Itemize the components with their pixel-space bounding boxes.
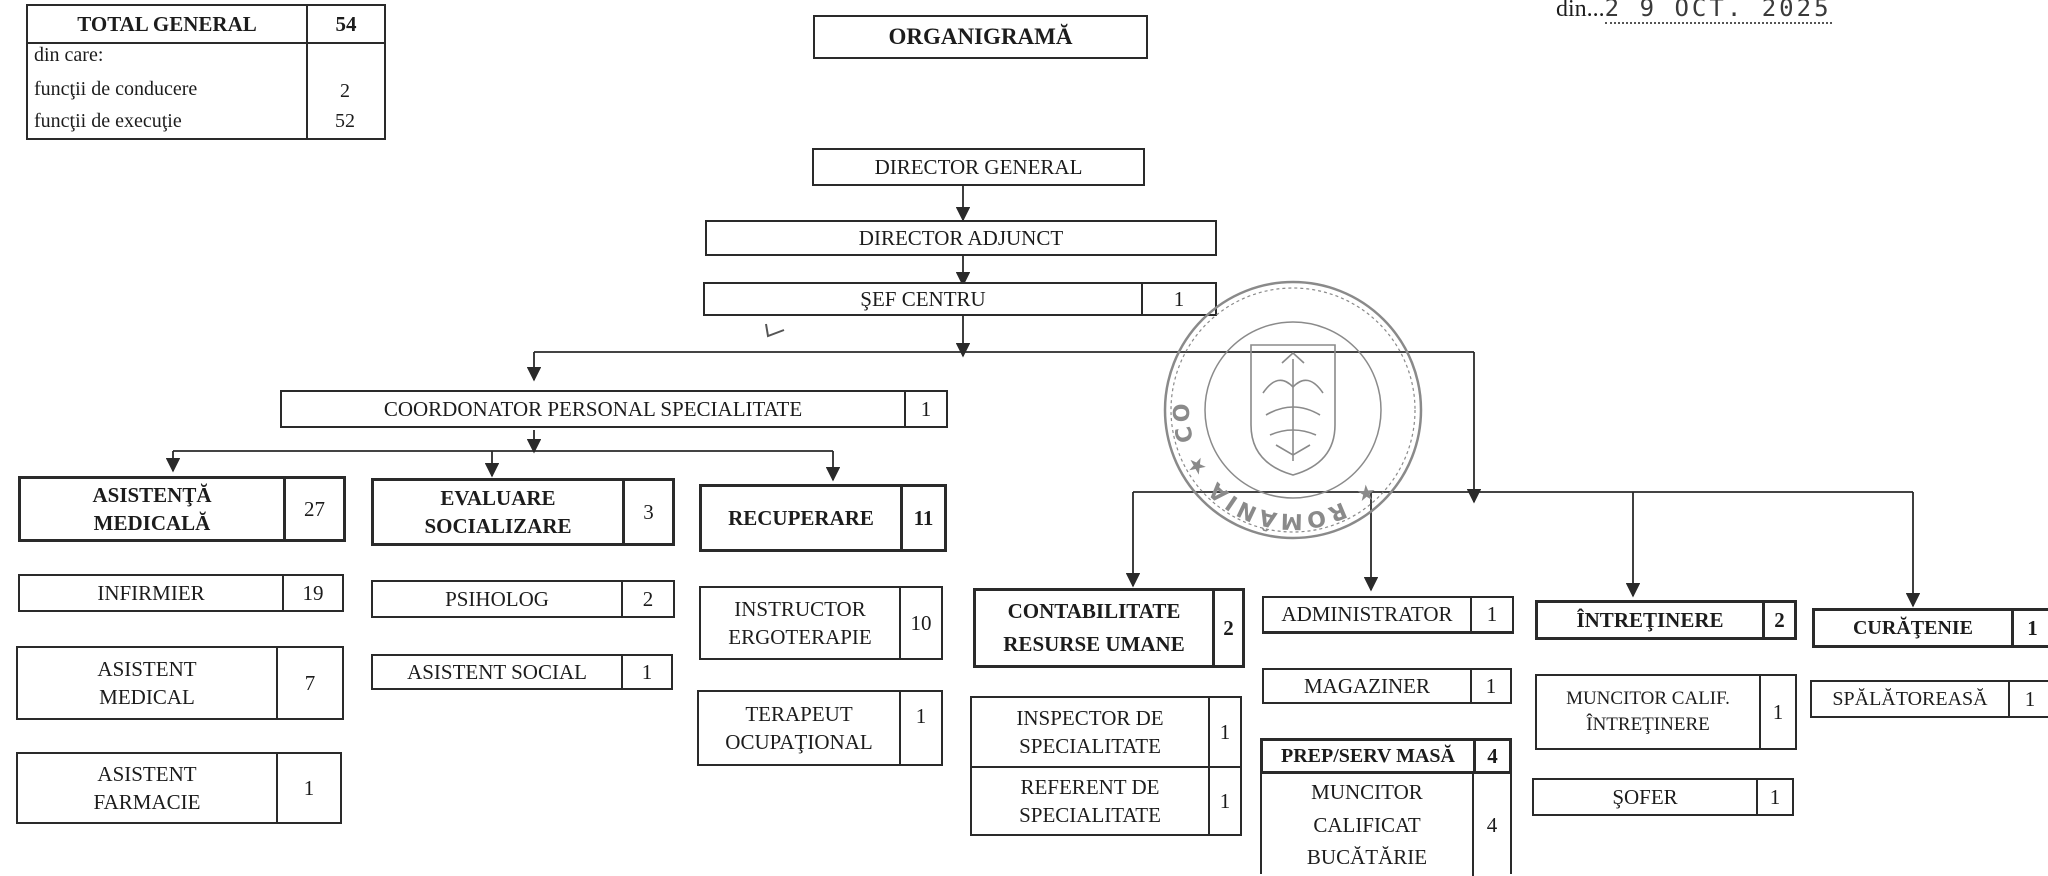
staff-muncitor-intretinere-label: MUNCITOR CALIF. ÎNTREŢINERE (1566, 688, 1730, 735)
staff-asistent-farmacie: ASISTENT FARMACIE 1 (16, 752, 342, 824)
sef-centru-box: ŞEF CENTRU 1 (703, 282, 1217, 316)
dept-curatenie: CURĂŢENIE 1 (1812, 608, 2048, 648)
staff-asistent-medical: ASISTENT MEDICAL 7 (16, 646, 344, 720)
staff-muncitor-intretinere: MUNCITOR CALIF. ÎNTREŢINERE 1 (1535, 674, 1797, 750)
dept-asistenta-count: 27 (283, 479, 343, 539)
dept-prep-label: PREP/SERV MASĂ (1281, 744, 1455, 767)
dept-curatenie-label: CURĂŢENIE (1852, 616, 1974, 639)
staff-inspector-label: INSPECTOR DE SPECIALITATE (1016, 705, 1164, 758)
staff-psiholog: PSIHOLOG 2 (371, 580, 675, 618)
sef-centru-label: ŞEF CENTRU (860, 286, 986, 311)
staff-infirmier-count: 19 (282, 576, 342, 610)
dept-asistenta-label: ASISTENŢĂ MEDICALĂ (92, 482, 212, 535)
dept-recuperare-count: 11 (900, 487, 944, 549)
staff-spalatoreasa-label: SPĂLĂTOREASĂ (1832, 687, 1988, 710)
date-stamp: 2 9 OCT. 2025 (1604, 0, 1832, 24)
dept-contabilitate-count: 2 (1212, 591, 1242, 665)
staff-infirmier: INFIRMIER 19 (18, 574, 344, 612)
dept-intretinere-count: 2 (1762, 603, 1794, 637)
staff-referent-label: REFERENT DE SPECIALITATE (1019, 774, 1161, 827)
management-label: funcţii de conducere (34, 78, 198, 100)
staff-referent-specialitate: REFERENT DE SPECIALITATE 1 (970, 766, 1242, 836)
director-adjunct-box: DIRECTOR ADJUNCT (705, 220, 1217, 256)
totals-total: 54 (306, 6, 384, 42)
dept-administrator: ADMINISTRATOR 1 (1262, 596, 1514, 634)
staff-asistent-farmacie-count: 1 (276, 754, 340, 822)
staff-magaziner-count: 1 (1470, 670, 1510, 702)
coordonator-label: COORDONATOR PERSONAL SPECIALITATE (383, 396, 803, 421)
page-title: ORGANIGRAMĂ (888, 24, 1073, 50)
staff-terapeut-label: TERAPEUT OCUPAŢIONAL (725, 701, 873, 754)
dept-prep-serv-masa: PREP/SERV MASĂ 4 (1260, 738, 1512, 774)
dept-intretinere-label: ÎNTREŢINERE (1576, 607, 1724, 632)
staff-sofer-label: ŞOFER (1612, 784, 1678, 809)
staff-magaziner: MAGAZINER 1 (1262, 668, 1512, 704)
staff-spalatoreasa-count: 1 (2008, 682, 2048, 716)
dept-administrator-count: 1 (1470, 598, 1512, 631)
coat-of-arms-icon (1250, 344, 1336, 476)
director-general-box: DIRECTOR GENERAL (812, 148, 1145, 186)
staff-inspector-count: 1 (1208, 698, 1240, 766)
staff-muncitor-bucatarie-label: MUNCITOR CALIFICAT BUCĂTĂRIE (1306, 780, 1428, 870)
director-general-label: DIRECTOR GENERAL (874, 154, 1083, 179)
coordonator-box: COORDONATOR PERSONAL SPECIALITATE 1 (280, 390, 948, 428)
dept-prep-count: 4 (1473, 741, 1509, 771)
execution-label: funcţii de execuţie (34, 110, 182, 132)
handwritten-tick-mark (765, 323, 785, 338)
dept-recuperare: RECUPERARE 11 (699, 484, 947, 552)
staff-instructor-ergoterapie: INSTRUCTOR ERGOTERAPIE 10 (699, 586, 943, 660)
staff-asistent-social: ASISTENT SOCIAL 1 (371, 654, 673, 690)
official-seal: ★ ROMÂNIA ★ CONSILIUL JUDEŢEAN PRAHOVA (1158, 275, 1423, 540)
staff-muncitor-bucatarie: MUNCITOR CALIFICAT BUCĂTĂRIE 4 (1260, 772, 1512, 876)
dept-evaluare-socializare: EVALUARE SOCIALIZARE 3 (371, 478, 675, 546)
staff-asistent-social-count: 1 (621, 656, 671, 688)
staff-asistent-medical-count: 7 (276, 648, 342, 718)
staff-referent-count: 1 (1208, 768, 1240, 834)
sef-centru-count: 1 (1141, 284, 1215, 314)
totals-from-which: din care: (34, 44, 104, 66)
coordonator-count: 1 (904, 392, 946, 426)
dept-contabilitate-label: CONTABILITATE RESURSE UMANE (1003, 599, 1185, 656)
staff-terapeut-ocupational: TERAPEUT OCUPAŢIONAL 1 (697, 690, 943, 766)
page-title-box: ORGANIGRAMĂ (813, 15, 1148, 59)
totals-title: TOTAL GENERAL (77, 11, 257, 36)
staff-psiholog-label: PSIHOLOG (445, 586, 549, 611)
staff-asistent-social-label: ASISTENT SOCIAL (407, 659, 587, 684)
staff-asistent-medical-label: ASISTENT MEDICAL (97, 656, 197, 709)
execution-value: 52 (335, 110, 355, 132)
staff-sofer-count: 1 (1756, 780, 1792, 814)
totals-table: TOTAL GENERAL 54 din care: funcţii de co… (26, 4, 386, 140)
staff-asistent-farmacie-label: ASISTENT FARMACIE (93, 761, 201, 814)
staff-muncitor-bucatarie-count: 4 (1472, 774, 1510, 876)
dept-recuperare-label: RECUPERARE (728, 505, 874, 530)
staff-magaziner-label: MAGAZINER (1304, 673, 1430, 698)
staff-muncitor-intretinere-count: 1 (1759, 676, 1795, 748)
dept-curatenie-count: 1 (2011, 611, 2048, 645)
director-adjunct-label: DIRECTOR ADJUNCT (858, 225, 1064, 250)
date-prefix: din... (1556, 0, 1605, 22)
dept-evaluare-label: EVALUARE SOCIALIZARE (424, 485, 572, 538)
management-value: 2 (340, 80, 350, 102)
staff-terapeut-count: 1 (899, 692, 941, 764)
staff-instructor-label: INSTRUCTOR ERGOTERAPIE (728, 596, 872, 649)
staff-instructor-count: 10 (899, 588, 941, 658)
staff-infirmier-label: INFIRMIER (97, 580, 205, 605)
dept-evaluare-count: 3 (622, 481, 672, 543)
staff-spalatoreasa: SPĂLĂTOREASĂ 1 (1810, 680, 2048, 718)
staff-inspector-specialitate: INSPECTOR DE SPECIALITATE 1 (970, 696, 1242, 768)
staff-psiholog-count: 2 (621, 582, 673, 616)
dept-asistenta-medicala: ASISTENŢĂ MEDICALĂ 27 (18, 476, 346, 542)
dept-contabilitate: CONTABILITATE RESURSE UMANE 2 (973, 588, 1245, 668)
document-date: din...2 9 OCT. 2025 (1556, 0, 1832, 24)
staff-sofer: ŞOFER 1 (1532, 778, 1794, 816)
dept-administrator-label: ADMINISTRATOR (1281, 602, 1453, 627)
dept-intretinere: ÎNTREŢINERE 2 (1535, 600, 1797, 640)
